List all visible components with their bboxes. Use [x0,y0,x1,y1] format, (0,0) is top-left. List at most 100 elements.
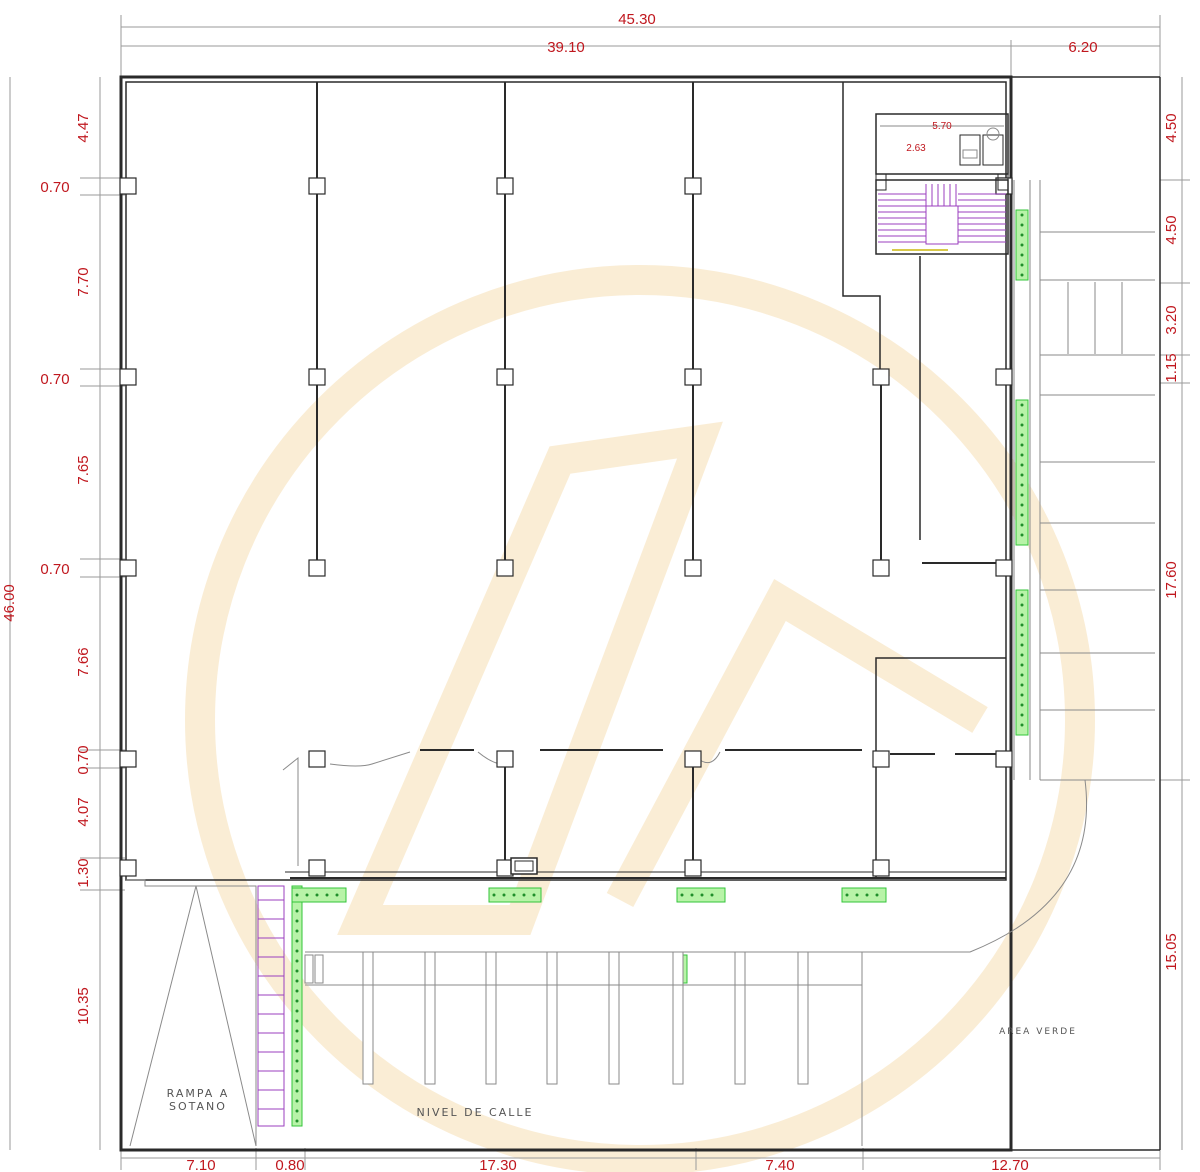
plant-dot [1020,663,1024,667]
column [872,368,890,386]
plant-dot [875,893,879,897]
dim-right-segment: 17.60 [1163,561,1180,599]
planter-box [841,887,887,903]
stair-landing [925,205,959,245]
plant-dot [512,893,516,897]
plant-dot [1020,673,1024,677]
plant-dot [492,893,496,897]
plant-dot [1020,523,1024,527]
column [496,750,514,768]
column [995,750,1013,768]
parking-divider [672,951,684,1085]
parking-divider [362,951,374,1085]
plant-dot [1020,723,1024,727]
plant-dot [502,893,506,897]
plant-dot [295,1069,299,1073]
dim-right-segment: 15.05 [1163,933,1180,971]
plant-dot [295,1009,299,1013]
dim-side-strip-width: 6.20 [1068,39,1097,56]
parking-divider [546,951,558,1085]
plant-dot [295,1089,299,1093]
plant-dot [295,919,299,923]
parking-divider [424,951,436,1085]
plant-dot [1020,513,1024,517]
plant-dot [1020,253,1024,257]
east-parking-strip [305,180,1155,953]
room-labels: RAMPA A SOTANO NIVEL DE CALLE AREA VERDE [167,1027,1077,1119]
column [308,559,326,577]
top-dimension-lines [120,15,1161,80]
parking-divider [797,951,809,1085]
dim-overall-width: 45.30 [618,11,656,28]
street-parking-bays [304,951,809,1085]
column [308,750,326,768]
column [872,750,890,768]
dim-bottom-segment: 0.80 [275,1157,304,1172]
plant-dot [295,969,299,973]
column [872,859,890,877]
column [995,559,1013,577]
column [308,177,326,195]
plant-dot [1020,613,1024,617]
plant-dot [1020,683,1024,687]
bollard [304,954,314,984]
side-dimension-lines [9,77,1190,1170]
plant-dot [865,893,869,897]
dim-bottom-segment: 17.30 [479,1157,517,1172]
plant-dot [295,1049,299,1053]
street-level-label: NIVEL DE CALLE [417,1106,534,1119]
plant-dot [295,909,299,913]
column [684,859,702,877]
column [496,177,514,195]
plant-dot [1020,233,1024,237]
plant-dot [690,893,694,897]
plant-dot [295,1099,299,1103]
plant-dot [532,893,536,897]
column [119,750,137,768]
plant-dot [1020,243,1024,247]
plant-dot [1020,463,1024,467]
plant-dot [700,893,704,897]
column [684,177,702,195]
plant-dot [855,893,859,897]
plant-dot [335,893,339,897]
column [308,859,326,877]
green-area-label: AREA VERDE [999,1027,1077,1037]
bollard [314,954,324,984]
column [872,559,890,577]
plant-dot [295,1119,299,1123]
plant-dot [1020,713,1024,717]
plant-dot [295,1109,299,1113]
dim-right-segment: 1.15 [1163,353,1180,382]
column [119,368,137,386]
basement-ramp [126,879,257,1147]
interior-partitions [316,82,1000,866]
column [119,177,137,195]
plant-dot [295,999,299,1003]
dim-left-segment: 7.70 [75,267,92,296]
plant-dot [1020,503,1024,507]
parking-divider [485,951,497,1085]
plant-dot [1020,703,1024,707]
plant-dot [845,893,849,897]
plant-dot [295,1059,299,1063]
column [995,368,1013,386]
plant-dot [1020,433,1024,437]
plant-dot [1020,443,1024,447]
planter-box [1015,589,1029,736]
planter-box [291,885,303,1127]
dim-building-width: 39.10 [547,39,585,56]
plant-dot [295,893,299,897]
plant-dot [1020,483,1024,487]
dim-left-segment: 4.47 [75,113,92,142]
plant-dot [1020,453,1024,457]
plant-dot [1020,593,1024,597]
plant-dot [522,893,526,897]
column [684,559,702,577]
dim-bottom-segment: 7.40 [765,1157,794,1172]
dim-bottom-segment: 12.70 [991,1157,1029,1172]
dim-overall-height: 46.00 [1,584,18,622]
dim-left-segment: 10.35 [75,987,92,1025]
plant-dot [1020,413,1024,417]
